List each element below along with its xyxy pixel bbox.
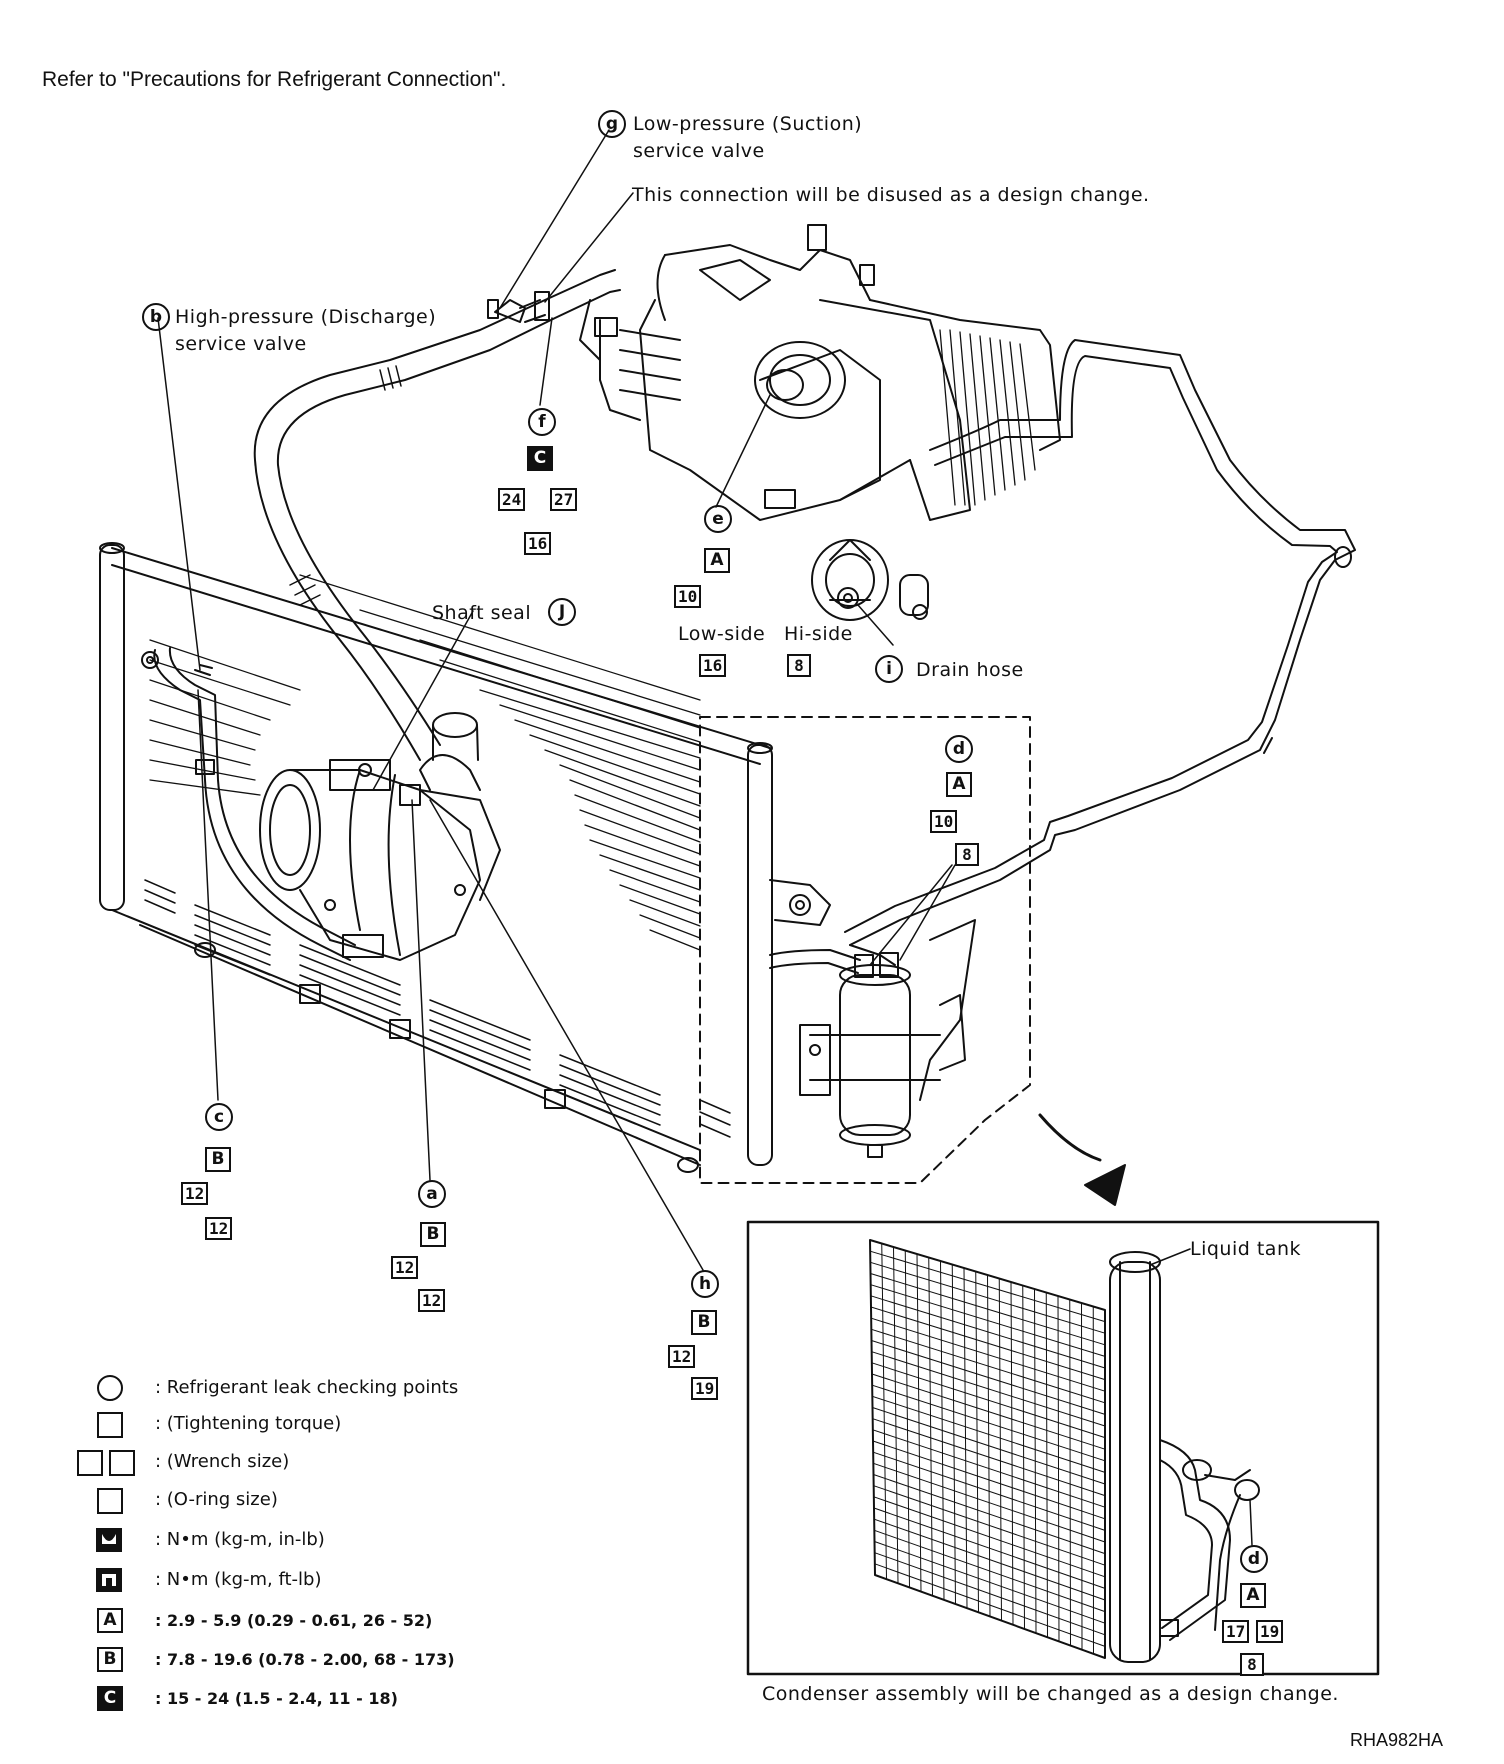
design-change-note: This connection will be disused as a des… bbox=[632, 184, 1150, 206]
callout-h-wrench-1: 12 bbox=[668, 1345, 696, 1368]
callout-i-marker: i bbox=[875, 655, 903, 683]
legend-wrench-size: : (Wrench size) bbox=[155, 1451, 290, 1472]
compressor bbox=[259, 759, 501, 961]
receiver-drier bbox=[799, 919, 976, 1158]
inset-grid-line bbox=[881, 1243, 887, 1580]
callout-c-wrench-1: 12 bbox=[181, 1182, 209, 1205]
legend-C-symbol: C bbox=[97, 1686, 123, 1711]
legend-unit-in-lb: : N•m (kg-m, in-lb) bbox=[155, 1529, 325, 1550]
legend-B-text: : 7.8 - 19.6 (0.78 - 2.00, 68 - 173) bbox=[155, 1650, 455, 1669]
inset-grid-line bbox=[1045, 1292, 1048, 1638]
callout-e-marker: e bbox=[704, 505, 732, 533]
callout-d-oring-2: 8 bbox=[955, 843, 979, 866]
inset-grid-line bbox=[916, 1253, 922, 1593]
inset-grid-line bbox=[1069, 1299, 1071, 1647]
evaporator-unit bbox=[579, 224, 1061, 521]
callout-d-torque-spec: A bbox=[946, 772, 972, 797]
callout-b-text2: service valve bbox=[175, 333, 307, 355]
callout-b-marker: b bbox=[142, 303, 170, 331]
callout-h-marker: h bbox=[691, 1270, 719, 1298]
callout-h-torque-spec: B bbox=[691, 1310, 717, 1335]
callout-h-wrench-2: 19 bbox=[691, 1377, 719, 1400]
inset-grid-line bbox=[1057, 1295, 1060, 1642]
callout-a-wrench-2: 12 bbox=[418, 1289, 446, 1312]
callout-g-text2: service valve bbox=[633, 140, 765, 162]
callout-f-oring-1: 24 bbox=[498, 488, 526, 511]
inset-grid-line bbox=[940, 1260, 945, 1601]
callout-g-text1: Low-pressure (Suction) bbox=[633, 113, 863, 135]
inset-grid-line bbox=[904, 1250, 910, 1588]
low-side-label: Low-side bbox=[678, 623, 766, 645]
inset-grid-line bbox=[1034, 1288, 1037, 1634]
inset-grid-line bbox=[998, 1278, 1002, 1622]
inset-grid-line bbox=[928, 1257, 933, 1597]
legend-leak-check: : Refrigerant leak checking points bbox=[155, 1377, 459, 1398]
callout-f-marker: f bbox=[528, 408, 556, 436]
inset-d-wrench-1: 17 bbox=[1222, 1620, 1250, 1643]
legend-C-text: : 15 - 24 (1.5 - 2.4, 11 - 18) bbox=[155, 1689, 398, 1708]
inset-grid-line bbox=[975, 1271, 979, 1613]
legend-A-text: : 2.9 - 5.9 (0.29 - 0.61, 26 - 52) bbox=[155, 1611, 433, 1630]
callout-d-oring: 10 bbox=[930, 810, 958, 833]
callout-a-marker: a bbox=[418, 1180, 446, 1208]
shaft-seal-label: Shaft seal bbox=[432, 602, 532, 624]
legend-B-symbol: B bbox=[97, 1647, 123, 1672]
low-side-oring: 16 bbox=[699, 654, 727, 677]
hi-side-label: Hi-side bbox=[784, 623, 853, 645]
inset-d-marker: d bbox=[1240, 1545, 1268, 1573]
inset-d-oring: 8 bbox=[1240, 1653, 1264, 1676]
inset-d-wrench-2: 19 bbox=[1256, 1620, 1284, 1643]
shaft-seal-marker: J bbox=[548, 598, 576, 626]
inset-condenser bbox=[869, 1239, 1260, 1663]
legend-unit-ft-lb: : N•m (kg-m, ft-lb) bbox=[155, 1569, 322, 1590]
reference-note: Refer to "Precautions for Refrigerant Co… bbox=[42, 68, 507, 91]
callout-a-wrench-1: 12 bbox=[391, 1256, 419, 1279]
inset-grid-line bbox=[1022, 1285, 1025, 1630]
callout-c-wrench-2: 12 bbox=[205, 1217, 233, 1240]
inset-grid-line bbox=[1010, 1281, 1014, 1626]
callout-g-marker: g bbox=[598, 110, 626, 138]
inset-caption: Condenser assembly will be changed as a … bbox=[762, 1683, 1339, 1705]
callout-c-torque-spec: B bbox=[205, 1147, 231, 1172]
inset-grid-line bbox=[951, 1264, 956, 1605]
legend-A-symbol: A bbox=[97, 1608, 123, 1633]
inset-grid-line bbox=[1081, 1302, 1083, 1651]
callout-a-torque-spec: B bbox=[420, 1222, 446, 1247]
inset-d-torque-spec: A bbox=[1240, 1583, 1266, 1608]
inset-grid-line bbox=[893, 1246, 899, 1584]
callout-f-oring-size: 16 bbox=[524, 532, 552, 555]
callout-e-torque-spec: A bbox=[704, 548, 730, 573]
figure-id: RHA982HA bbox=[1350, 1730, 1444, 1750]
legend-tightening-torque: : (Tightening torque) bbox=[155, 1413, 342, 1434]
callout-e-oring: 10 bbox=[674, 585, 702, 608]
inset-grid-line bbox=[987, 1274, 991, 1617]
callout-d-marker: d bbox=[945, 735, 973, 763]
drain-hose-label: Drain hose bbox=[916, 659, 1024, 681]
inset-grid-line bbox=[963, 1267, 968, 1609]
legend-oring-size: : (O-ring size) bbox=[155, 1489, 278, 1510]
callout-f-torque-spec: C bbox=[527, 446, 553, 471]
callout-f-oring-2: 27 bbox=[550, 488, 578, 511]
callout-c-marker: c bbox=[205, 1103, 233, 1131]
hi-side-oring: 8 bbox=[787, 654, 811, 677]
callout-b-text1: High-pressure (Discharge) bbox=[175, 306, 437, 328]
liquid-tank-label: Liquid tank bbox=[1190, 1238, 1301, 1260]
condenser bbox=[99, 542, 773, 1173]
